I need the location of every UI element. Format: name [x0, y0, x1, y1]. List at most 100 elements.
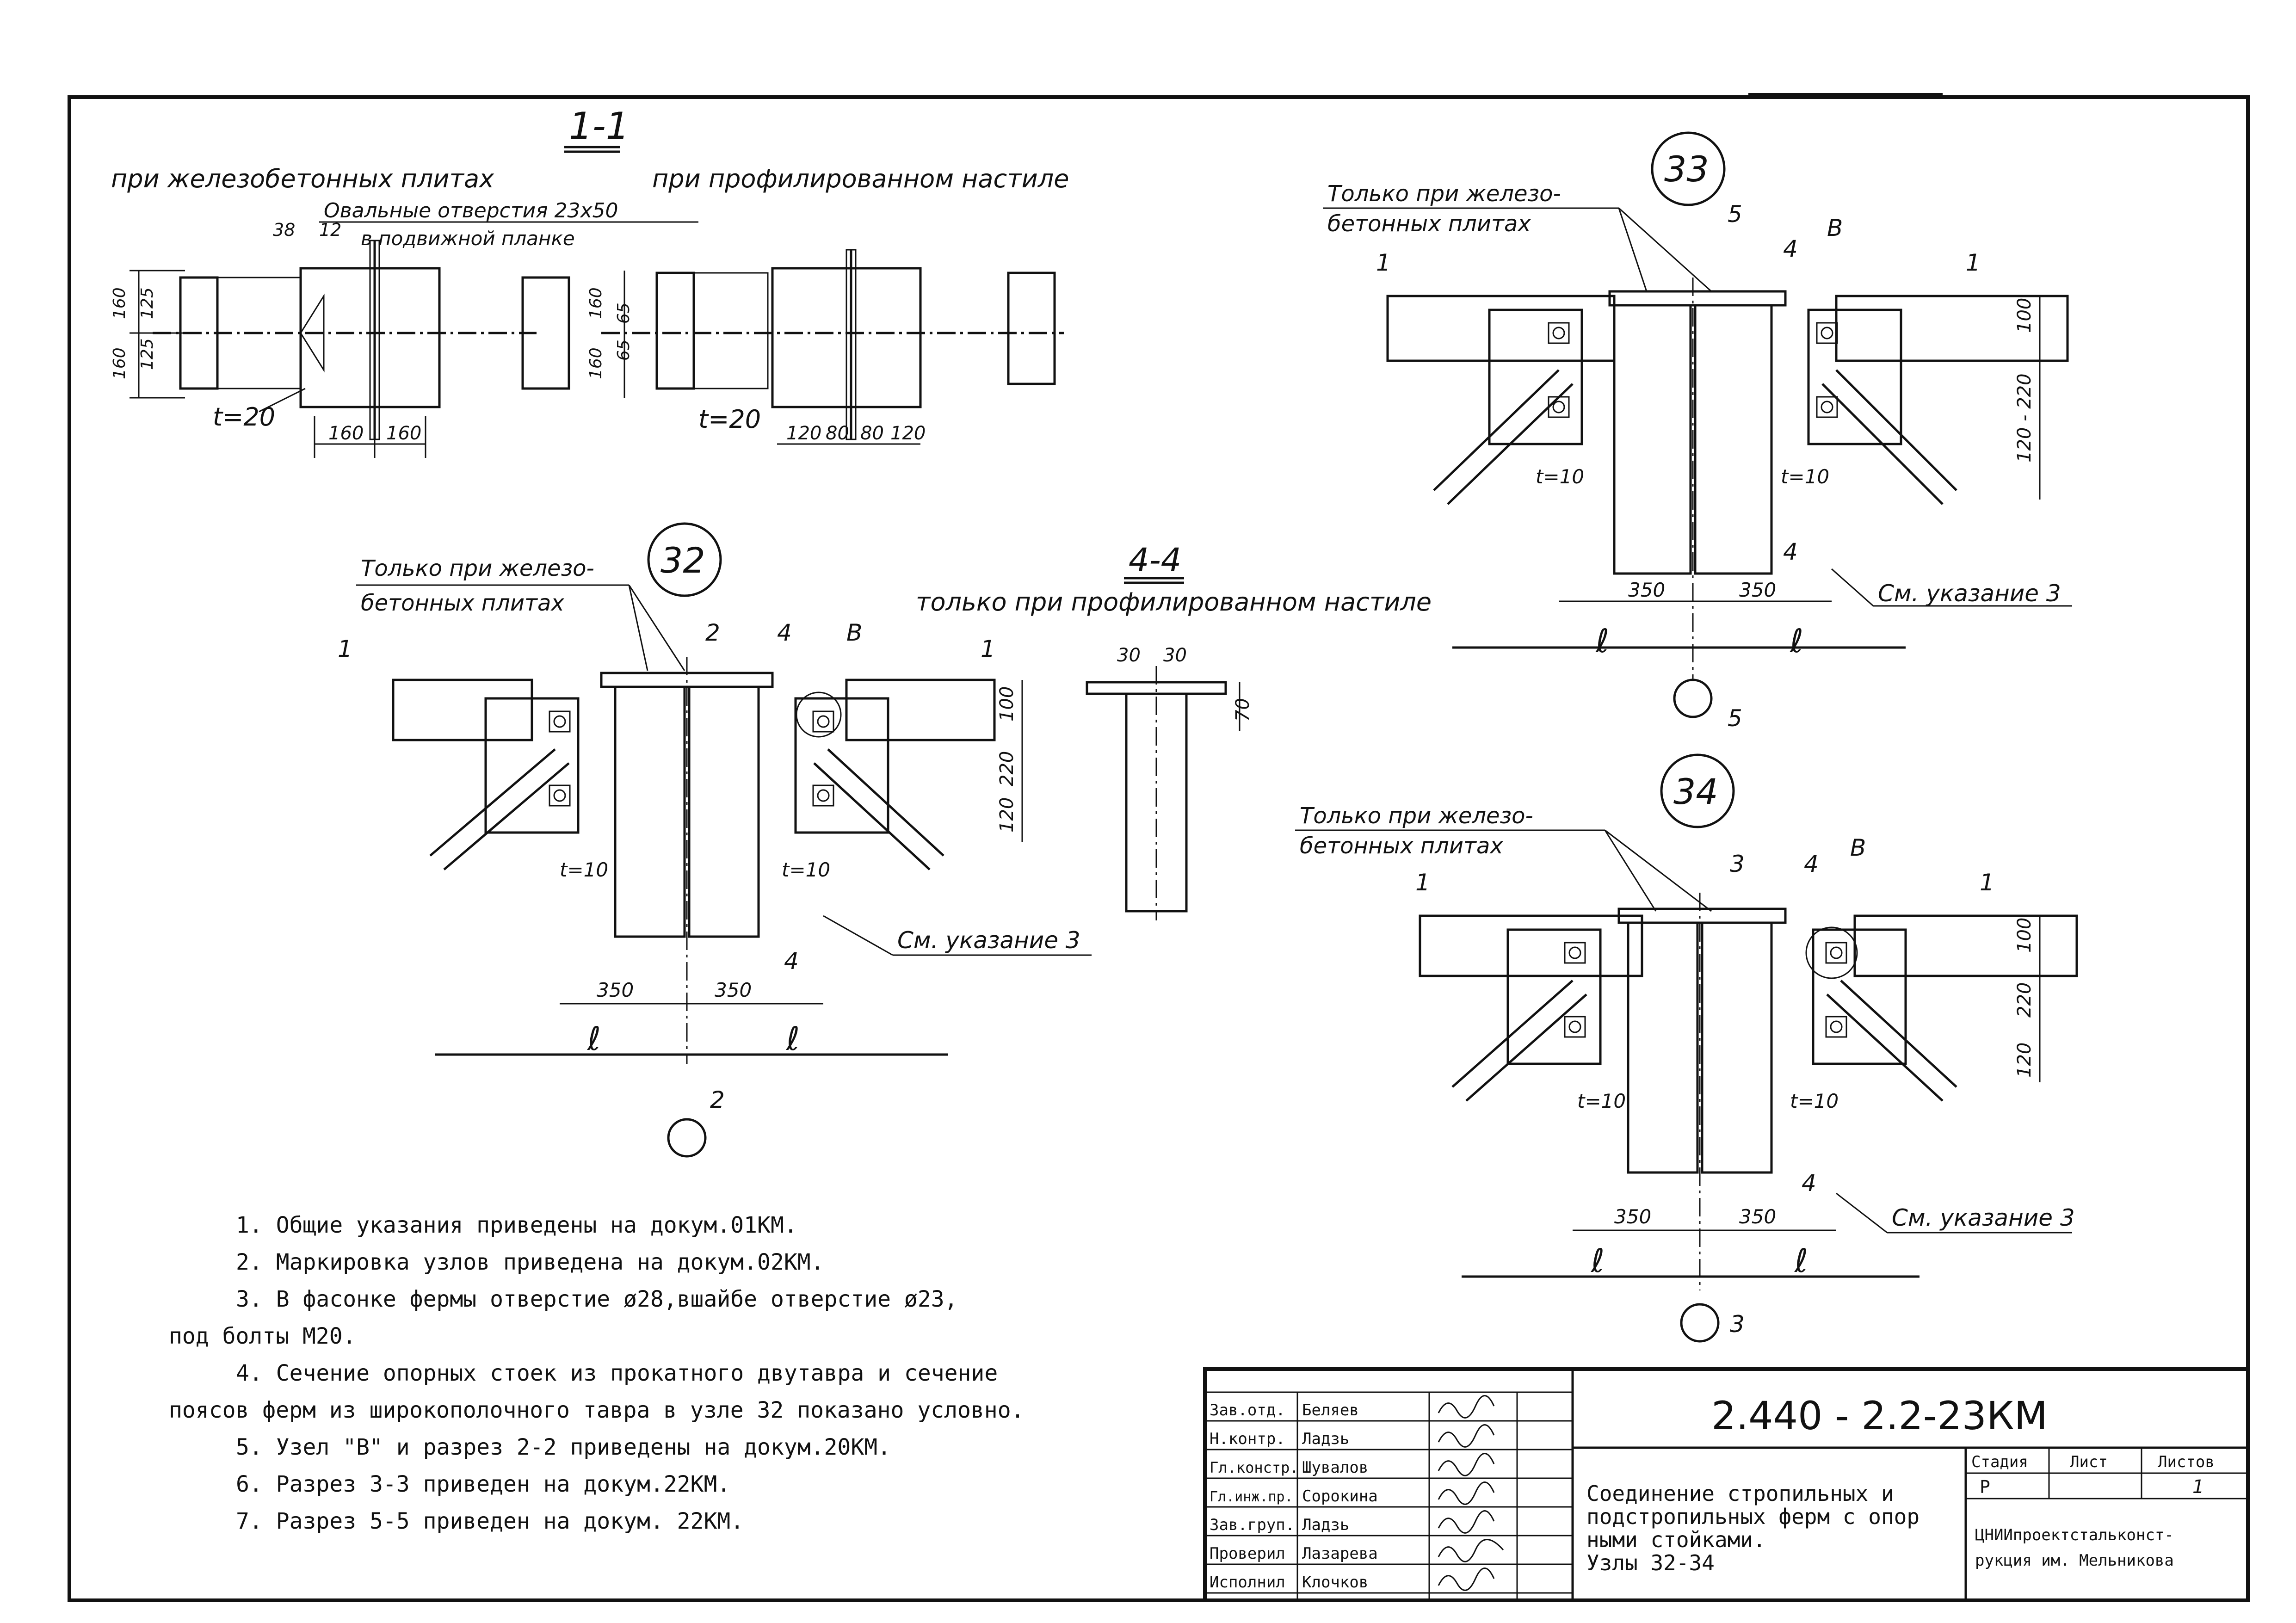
node-32-mark-1-right: 1 [981, 636, 995, 662]
section-4-4-caption: только при профилированном настиле [916, 587, 1432, 617]
node-34-dim-v-100: 100 [2014, 918, 2035, 953]
oval-holes-note: Овальные отверстия 23х50 [324, 199, 618, 222]
node-32-dim-v-100: 100 [996, 686, 1018, 722]
dim-v-r160b: 160 [586, 347, 605, 379]
thickness-left: t=20 [213, 402, 275, 432]
node-34-t-right: t=10 [1790, 1090, 1839, 1112]
sig-role-3: Гл.инж.пр. [1210, 1489, 1293, 1505]
node-34-span-right: ℓ [1794, 1242, 1808, 1280]
dim-v-160a: 160 [110, 287, 129, 319]
note-6: 6. Разрез 3-3 приведен на докум.22КМ. [236, 1471, 730, 1497]
node-33-span-left: ℓ [1595, 622, 1609, 660]
node-32-span-left: ℓ [587, 1020, 601, 1058]
sig-role-2: Гл.констр. [1210, 1459, 1299, 1476]
node-34-mark-4-bottom: 4 [1802, 1170, 1816, 1197]
node-33-note-2: бетонных плитах [1327, 211, 1531, 237]
node-32-dim-350-left: 350 [597, 979, 634, 1001]
node-32-mark-b: В [846, 619, 862, 646]
dim-12: 12 [319, 220, 341, 240]
sheet-header: Лист [2070, 1453, 2108, 1471]
dim-38: 38 [273, 220, 295, 240]
node-34-mark-3-bottom: 3 [1730, 1311, 1745, 1338]
node-32-mark-2-top: 2 [705, 619, 720, 646]
org-line-1: ЦНИИпроектстальконст- [1975, 1526, 2174, 1544]
node-33-mark-4-bottom: 4 [1783, 538, 1798, 565]
note-7: 7. Разрез 5-5 приведен на докум. 22КМ. [236, 1508, 744, 1534]
sheet-code: 2.440 - 2.2-23КМ [1711, 1393, 2048, 1438]
node-33-dim-v-100: 100 [2014, 298, 2035, 333]
node-34-mark-b: В [1850, 834, 1866, 861]
dim-v-r160a: 160 [586, 287, 605, 319]
node-33-dim-v-120-220: 120 - 220 [2014, 373, 2035, 463]
stage-value: Р [1980, 1477, 1990, 1497]
node-32-mark-4-bottom: 4 [784, 948, 799, 975]
node-34-mark-4-top: 4 [1804, 851, 1819, 877]
dim-120-b: 120 [890, 423, 926, 444]
section-4-4-title: 4-4 [1129, 541, 1181, 579]
node-33-dim-350-right: 350 [1739, 579, 1776, 601]
node-33-label: 33 [1664, 148, 1709, 190]
node-34-t-left: t=10 [1577, 1090, 1626, 1112]
title-block: Зав.отд. Беляев Н.контр. Ладзь Гл.констр… [1203, 1367, 2250, 1602]
section-1-1: 1-1 при железобетонных плитах при профил… [110, 105, 1069, 458]
node-32-t-right: t=10 [782, 858, 830, 881]
node-34-dim-350-left: 350 [1614, 1205, 1651, 1228]
section-1-1-title: 1-1 [569, 105, 630, 148]
general-notes: 1. Общие указания приведены на докум.01К… [169, 1212, 1025, 1534]
note-1: 1. Общие указания приведены на докум.01К… [236, 1212, 797, 1238]
node-34-mark-3-top: 3 [1730, 851, 1745, 877]
dim-v-r65a: 65 [614, 302, 633, 324]
dim-v-r65b: 65 [614, 339, 633, 361]
node-32-ref: См. указание 3 [897, 927, 1080, 954]
thickness-right: t=20 [698, 405, 761, 434]
sig-role-6: Исполнил [1210, 1573, 1285, 1592]
node-33-dim-350-left: 350 [1628, 579, 1665, 601]
node-34: 34 Только при железо- бетонных плитах 1 … [1295, 753, 2078, 1343]
note-3: 3. В фасонке фермы отверстие ø28,вшайбе … [236, 1286, 958, 1312]
node-32-dim-v-120: 120 [996, 797, 1018, 833]
node-33: 33 Только при железо- бетонных плитах 1 … [1323, 131, 2072, 732]
node-34-label: 34 [1673, 771, 1718, 812]
dim-120-a: 120 [786, 423, 821, 444]
sig-name-0: Беляев [1302, 1401, 1359, 1419]
section-1-1-right-caption: при профилированном настиле [652, 164, 1069, 193]
sheet-title-2: подстропильных ферм с опор [1586, 1504, 1920, 1529]
stage-header: Стадия [1971, 1453, 2028, 1471]
section-4-4: 4-4 только при профилированном настиле 3… [916, 541, 1432, 920]
node-32-mark-1-left: 1 [338, 636, 352, 662]
section-4-4-dim-30a: 30 [1117, 645, 1141, 666]
node-32-label: 32 [660, 540, 705, 581]
note-4: 4. Сечение опорных стоек из прокатного д… [236, 1360, 998, 1386]
node-34-note-2: бетонных плитах [1300, 833, 1503, 859]
node-34-mark-1-left: 1 [1415, 869, 1430, 896]
node-33-ref: См. указание 3 [1878, 580, 2061, 607]
sig-role-1: Н.контр. [1210, 1430, 1285, 1448]
dim-80-b: 80 [860, 423, 884, 444]
sheets-header: Листов [2158, 1453, 2215, 1471]
sig-name-2: Шувалов [1302, 1458, 1368, 1477]
section-4-4-dim-30b: 30 [1163, 645, 1187, 666]
node-32-dim-v-220: 220 [996, 751, 1018, 786]
sig-role-5: Проверил [1210, 1544, 1285, 1563]
sig-role-4: Зав.груп. [1210, 1516, 1295, 1534]
dim-v-125a: 125 [138, 287, 157, 319]
node-33-mark-5-top: 5 [1728, 201, 1742, 228]
node-33-mark-1-right: 1 [1966, 249, 1981, 276]
node-34-span-left: ℓ [1591, 1242, 1605, 1280]
note-2: 2. Маркировка узлов приведена на докум.0… [236, 1249, 824, 1275]
dim-80-a: 80 [826, 423, 849, 444]
node-32-note-2: бетонных плитах [361, 590, 564, 616]
node-34-dim-350-right: 350 [1739, 1205, 1776, 1228]
dim-v-125b: 125 [138, 338, 157, 370]
node-32-note-1: Только при железо- [361, 555, 594, 581]
sheet-title-4: Узлы 32-34 [1586, 1550, 1715, 1575]
node-33-t-right: t=10 [1781, 465, 1829, 488]
dim-v-160b: 160 [110, 347, 129, 379]
node-32-span-right: ℓ [786, 1020, 800, 1058]
node-33-mark-4-top: 4 [1783, 235, 1798, 262]
node-33-mark-b: В [1827, 215, 1843, 241]
node-34-note-1: Только при железо- [1300, 803, 1533, 829]
dim-160-left: 160 [328, 423, 364, 444]
node-33-note-1: Только при железо- [1327, 181, 1561, 207]
